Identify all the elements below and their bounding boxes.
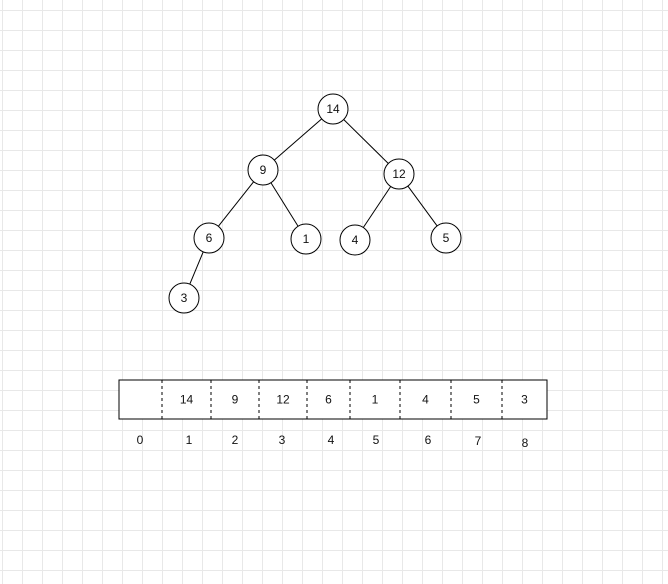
tree-node: 3 (168, 282, 200, 314)
tree-node-circle (430, 222, 462, 254)
tree-node: 12 (383, 158, 415, 190)
tree-node: 4 (339, 224, 371, 256)
array-cell-value: 5 (473, 393, 480, 407)
tree-edge (407, 185, 438, 227)
array-cell-value: 14 (180, 393, 194, 407)
array-index-label: 1 (186, 433, 193, 447)
tree-node-label: 1 (303, 232, 310, 246)
array-index-label: 2 (232, 433, 239, 447)
tree-edges (189, 118, 438, 285)
array-cell-value: 4 (422, 393, 429, 407)
array-cell-value: 1 (372, 393, 379, 407)
tree-edge (270, 182, 299, 227)
tree-node-circle (383, 158, 415, 190)
array-cell-value: 3 (521, 393, 528, 407)
tree-edge (217, 181, 255, 227)
tree-node-label: 6 (206, 231, 213, 245)
array-index-label: 3 (279, 433, 286, 447)
array-cell-value: 9 (232, 393, 239, 407)
tree-node-circle (193, 222, 225, 254)
array-index-label: 6 (425, 433, 432, 447)
tree-node-circle (290, 223, 322, 255)
tree-node: 6 (193, 222, 225, 254)
array-index-label: 4 (328, 433, 335, 447)
tree-node-circle (317, 93, 349, 125)
tree-node-label: 4 (352, 233, 359, 247)
array-index-label: 0 (137, 433, 144, 447)
tree-edge (273, 118, 323, 161)
array-index-label: 7 (475, 434, 482, 448)
tree-node-circle (247, 154, 279, 186)
array-frame (118, 379, 548, 420)
tree-edge (189, 251, 204, 285)
tree-node: 1 (290, 223, 322, 255)
tree-node-circle (168, 282, 200, 314)
tree-node-label: 14 (326, 102, 340, 116)
tree-node: 14 (317, 93, 349, 125)
tree-node-label: 12 (392, 167, 406, 181)
tree-node: 5 (430, 222, 462, 254)
tree-node-circle (339, 224, 371, 256)
tree-node-label: 9 (260, 163, 267, 177)
tree-edge (343, 119, 389, 164)
array-index-label: 8 (522, 436, 529, 450)
array-cell-value: 6 (325, 393, 332, 407)
tree-node-label: 5 (443, 231, 450, 245)
tree-node: 9 (247, 154, 279, 186)
array-cell-value: 12 (276, 393, 290, 407)
tree-node-label: 3 (181, 291, 188, 305)
array-indices: 0 1 2 3 4 5 6 7 8 (137, 433, 529, 450)
tree-edge (362, 186, 392, 228)
array-index-label: 5 (373, 433, 380, 447)
